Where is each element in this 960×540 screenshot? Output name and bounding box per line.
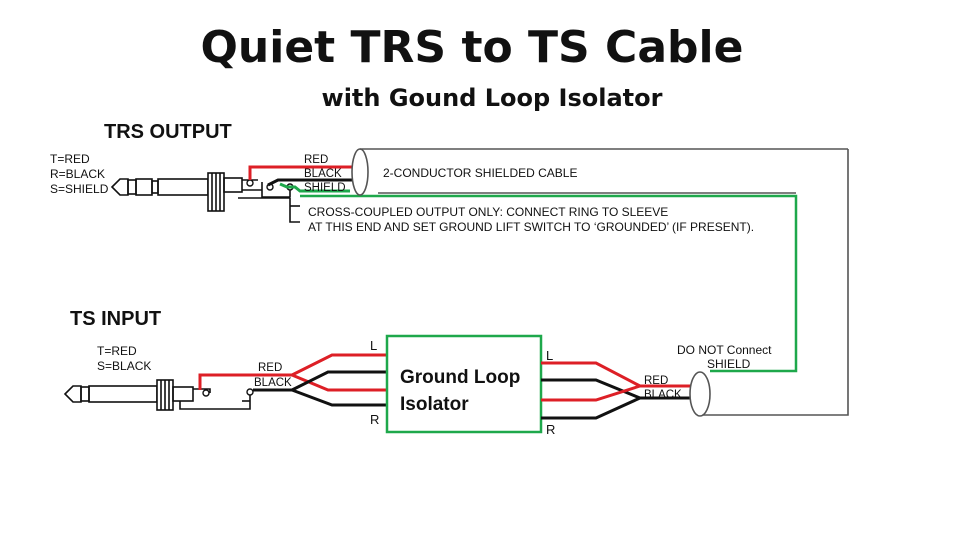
cross-coupled-note-line2: AT THIS END AND SET GROUND LIFT SWITCH T…	[308, 220, 754, 234]
isolator-label-line2: Isolator	[400, 394, 469, 415]
trs-red-wire-label: RED	[304, 154, 328, 166]
trs-tip-lug-icon	[246, 179, 254, 187]
trs-pin-tip-label: T=RED	[50, 152, 90, 166]
cross-coupled-note-line1: CROSS-COUPLED OUTPUT ONLY: CONNECT RING …	[308, 205, 668, 219]
ts-tip-lug-icon	[202, 389, 210, 397]
do-not-connect-note-line2: SHIELD	[707, 357, 751, 371]
trs-shield-wire-label: SHIELD	[304, 182, 346, 194]
trs-cable-end-icon	[351, 148, 369, 196]
trs-black-wire-label: BLACK	[304, 168, 342, 180]
far-red-wire-label: RED	[644, 375, 668, 387]
page-subtitle: with Gound Loop Isolator	[322, 84, 663, 112]
ts-pin-sleeve-label: S=BLACK	[97, 359, 151, 373]
trs-pin-ring-label: R=BLACK	[50, 167, 105, 181]
shield-ground-wire	[300, 194, 798, 373]
far-cable-end-icon	[689, 371, 711, 417]
trs-pin-sleeve-label: S=SHIELD	[50, 182, 109, 196]
isolator-left-l-label: L	[370, 338, 377, 353]
trs-plug-icon	[110, 172, 300, 223]
ts-plug-icon	[63, 379, 251, 411]
trs-red-wire	[248, 165, 360, 180]
trs-shield-wire	[279, 182, 350, 193]
ground-loop-isolator-box	[385, 334, 543, 434]
ts-sleeve-lug-icon	[246, 388, 254, 396]
ts-input-heading: TS INPUT	[70, 308, 161, 330]
isolator-label-line1: Ground Loop	[400, 367, 520, 388]
ts-black-wire-label: BLACK	[254, 377, 292, 389]
isolator-right-r-label: R	[546, 422, 555, 437]
isolator-input-wires	[291, 353, 387, 407]
trs-black-wire	[267, 178, 360, 187]
ts-red-wire	[198, 373, 292, 390]
do-not-connect-note-line1: DO NOT Connect	[677, 343, 772, 357]
ts-red-wire-label: RED	[258, 362, 282, 374]
isolator-right-l-label: L	[546, 348, 553, 363]
trs-output-heading: TRS OUTPUT	[104, 121, 232, 143]
isolator-output-wires	[541, 361, 700, 420]
isolator-left-r-label: R	[370, 412, 379, 427]
page-title: Quiet TRS to TS Cable	[201, 22, 744, 73]
cable-outline-outer	[700, 149, 849, 416]
far-black-wire-label: BLACK	[644, 389, 682, 401]
ts-pin-tip-label: T=RED	[97, 344, 137, 358]
cable-type-label: 2-CONDUCTOR SHIELDED CABLE	[383, 166, 577, 180]
